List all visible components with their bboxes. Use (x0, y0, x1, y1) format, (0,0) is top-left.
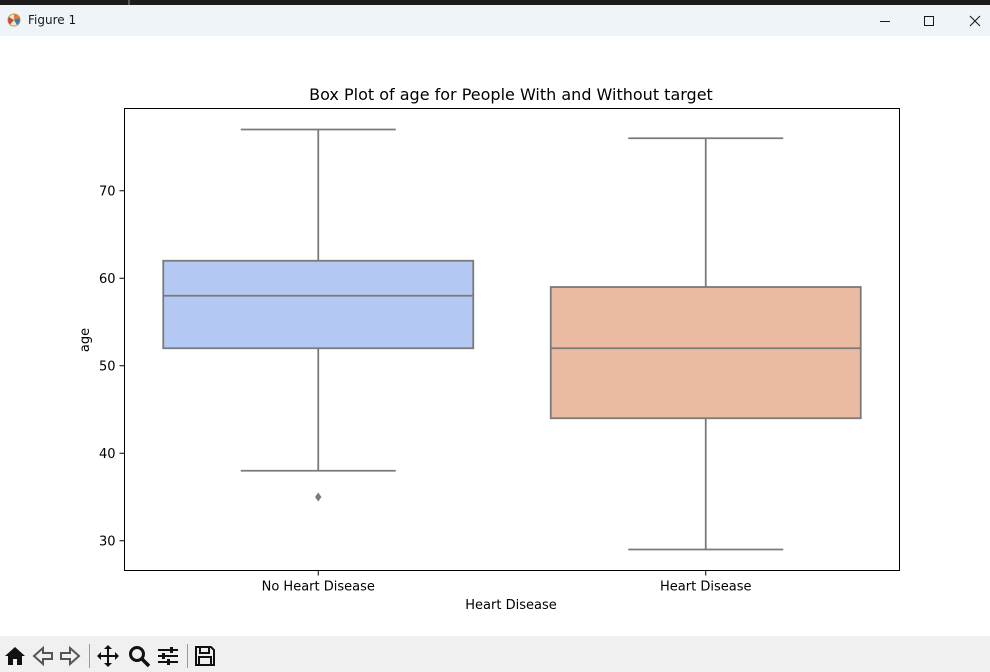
minimize-button[interactable] (862, 5, 908, 36)
chart-title: Box Plot of age for People With and With… (309, 85, 713, 104)
maximize-icon (924, 15, 934, 26)
y-axis-label: age (78, 328, 93, 352)
top-edge-segment (128, 0, 130, 5)
home-icon (5, 647, 25, 665)
title-bar: Figure 1 (0, 5, 990, 36)
x-axis-label: Heart Disease (465, 598, 556, 613)
top-edge-strip (0, 0, 990, 5)
toolbar-separator (187, 644, 188, 668)
home-button[interactable] (3, 644, 27, 668)
maximize-button[interactable] (906, 5, 952, 36)
y-tick-label: 30 (99, 534, 116, 549)
forward-icon (60, 645, 81, 667)
configure-subplots-button[interactable] (156, 644, 180, 668)
save-icon (195, 646, 215, 666)
box-group (162, 128, 475, 502)
box-plot-chart: Box Plot of age for People With and With… (78, 85, 900, 613)
box-group (549, 137, 862, 551)
figure-canvas: Box Plot of age for People With and With… (0, 36, 990, 636)
save-button[interactable] (193, 644, 217, 668)
box-iqr (549, 286, 862, 420)
y-axis: 30 40 50 60 70 (99, 184, 125, 549)
minimize-icon (880, 20, 890, 22)
configure-subplots-icon (158, 647, 178, 665)
outlier-point (315, 492, 322, 502)
pan-icon (97, 645, 119, 667)
forward-button[interactable] (58, 644, 82, 668)
pan-button[interactable] (96, 644, 120, 668)
box-iqr (162, 259, 475, 350)
x-tick-label: No Heart Disease (262, 580, 375, 595)
close-button[interactable] (952, 5, 990, 36)
zoom-icon (129, 646, 151, 668)
x-axis: No Heart Disease Heart Disease (262, 570, 751, 595)
y-tick-label: 70 (99, 184, 116, 199)
x-tick-label: Heart Disease (660, 580, 751, 595)
back-button[interactable] (31, 644, 55, 668)
axes-frame (124, 108, 900, 571)
close-icon (969, 15, 981, 26)
matplotlib-app-icon (7, 13, 21, 27)
y-tick-label: 40 (99, 447, 116, 462)
chart-marks (162, 128, 862, 551)
toolbar-separator (89, 644, 90, 668)
y-tick-label: 50 (99, 359, 116, 374)
y-tick-label: 60 (99, 272, 116, 287)
zoom-button[interactable] (127, 644, 151, 668)
navigation-toolbar (0, 636, 990, 672)
window-title: Figure 1 (28, 13, 77, 27)
back-icon (32, 645, 53, 667)
